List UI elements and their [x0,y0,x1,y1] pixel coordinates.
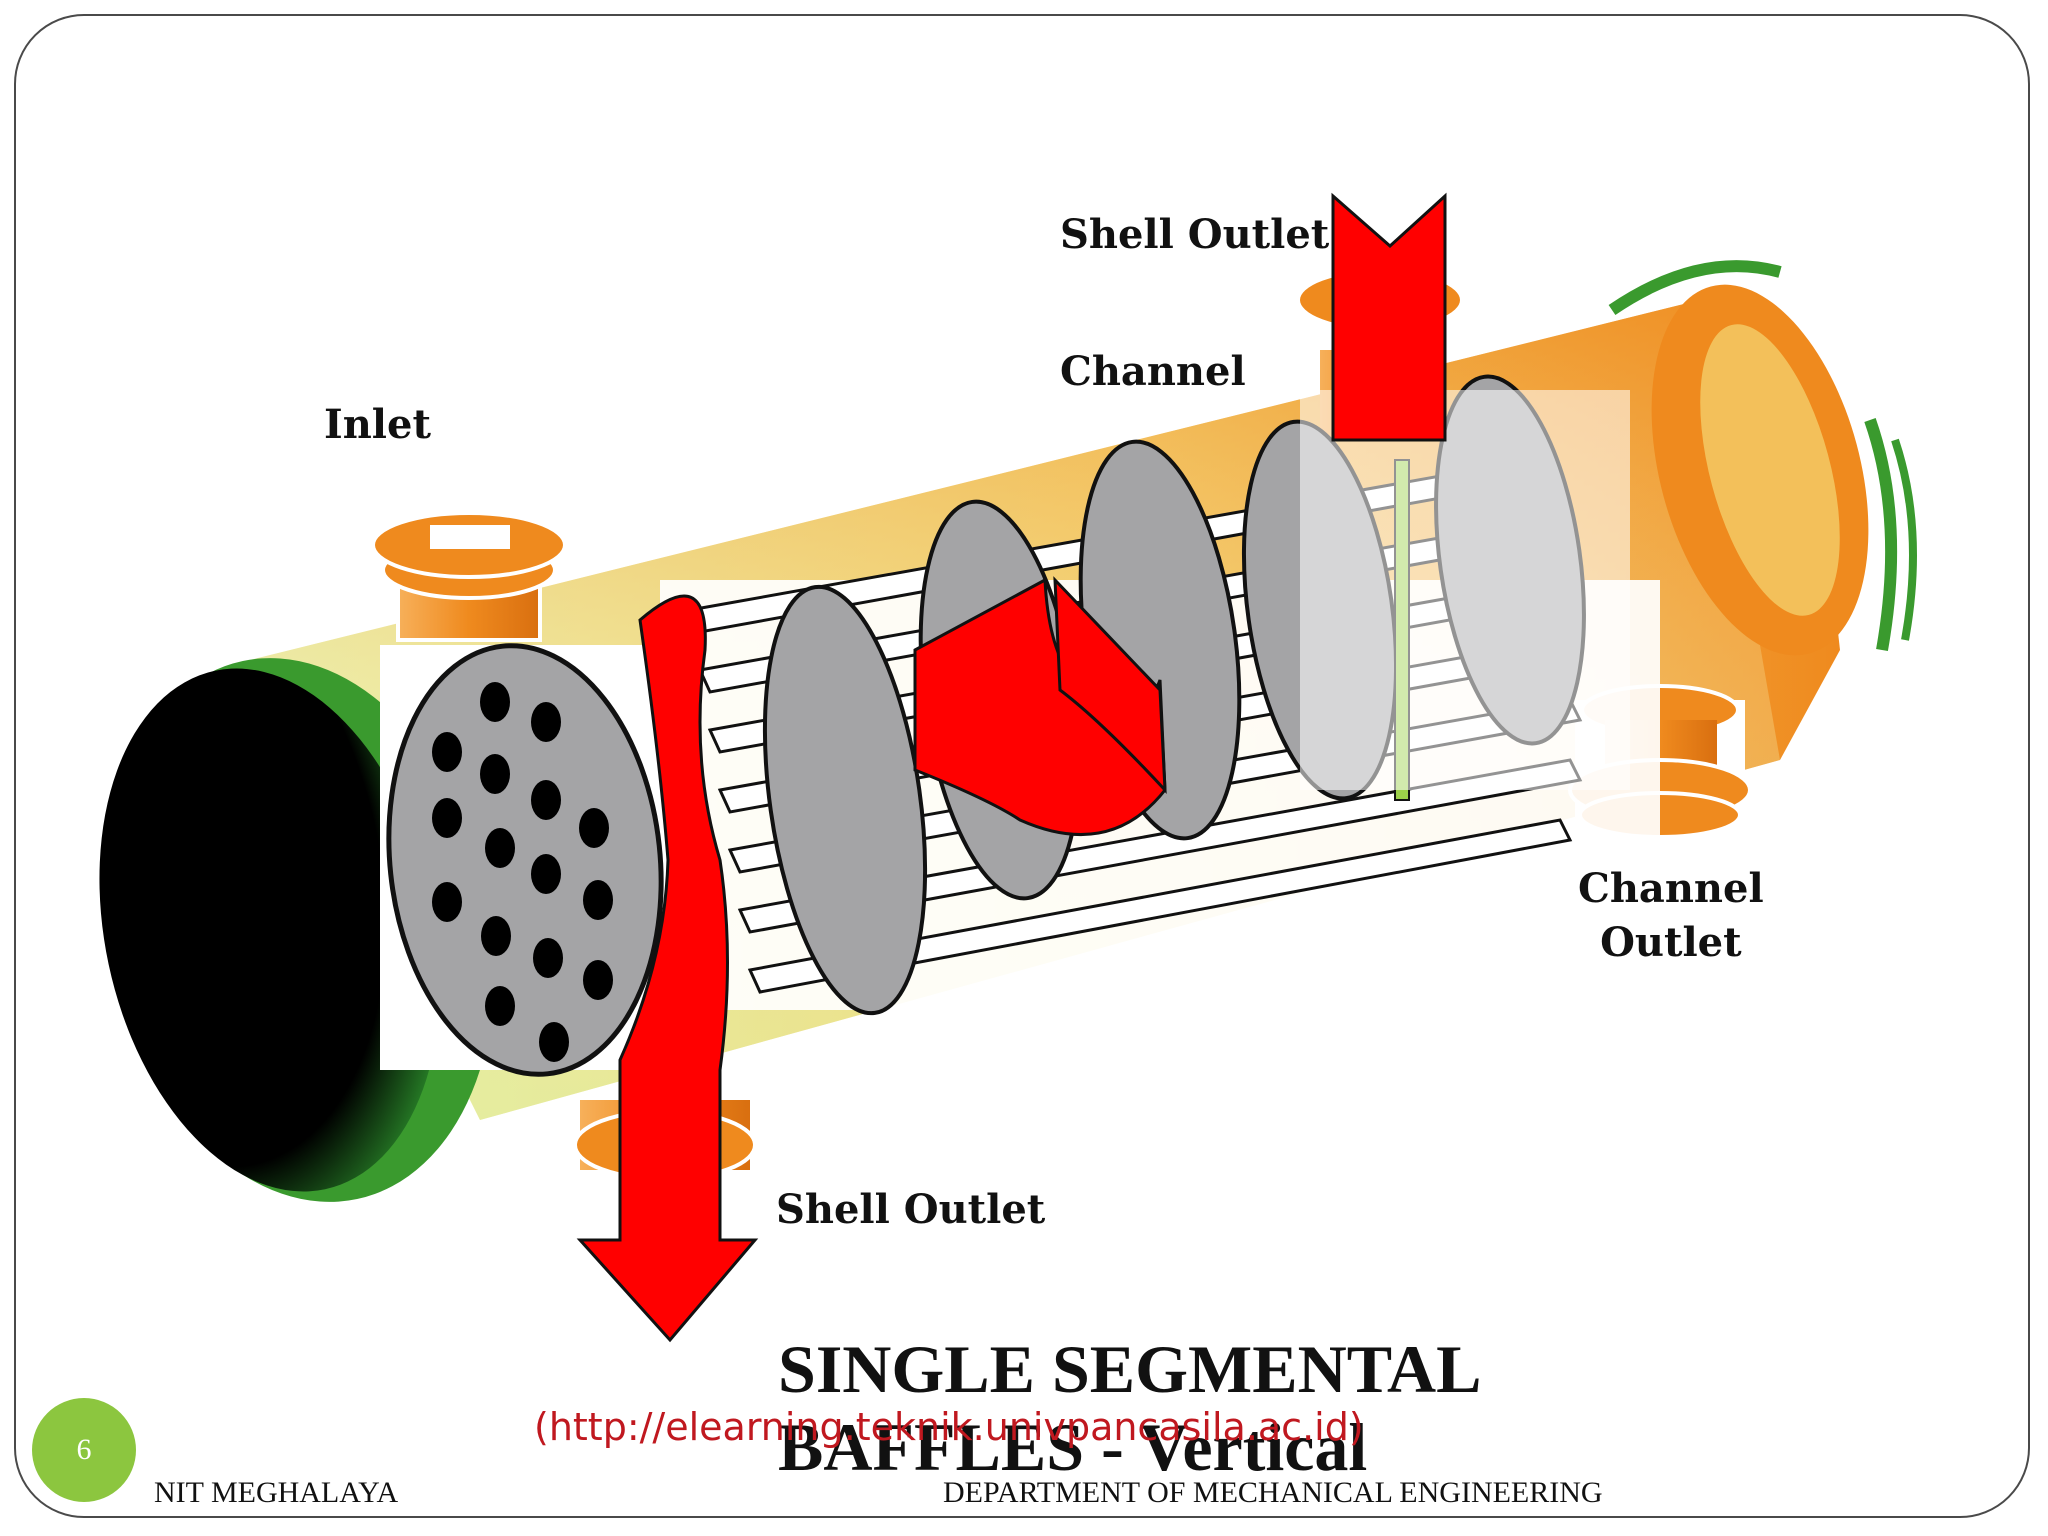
left-shell-open-end [99,668,441,1192]
inlet-nozzle [371,511,567,642]
label-inlet: Inlet [324,401,431,448]
slide-title-line1: SINGLE SEGMENTAL [778,1331,1482,1407]
slide-number-badge: 6 [32,1398,136,1502]
footer-right: DEPARTMENT OF MECHANICAL ENGINEERING [943,1476,1603,1509]
flow-arrow-down [576,594,759,1343]
slide-title-line2: BAFFLES - Vertical [778,1409,1368,1485]
label-channel-outlet-line2: Outlet [1600,919,1742,966]
slide-title: SINGLE SEGMENTAL BAFFLES - Vertical [778,1330,1481,1486]
label-channel-outlet-line1: Channel [1578,865,1764,912]
tube-sheet [386,643,664,1077]
footer-left: NIT MEGHALAYA [154,1476,399,1509]
label-channel: Channel [1060,348,1246,395]
tube-holes [432,682,613,1062]
source-url: (http://elearning.teknik.univpancasila.a… [534,1405,1364,1449]
flow-arrow-top [1331,192,1447,442]
label-shell-outlet-top: Shell Outlet [1060,211,1330,258]
label-channel-outlet: Channel Outlet [1578,862,1764,970]
label-shell-outlet-bottom: Shell Outlet [776,1186,1046,1233]
right-head-rim [1608,260,1782,315]
